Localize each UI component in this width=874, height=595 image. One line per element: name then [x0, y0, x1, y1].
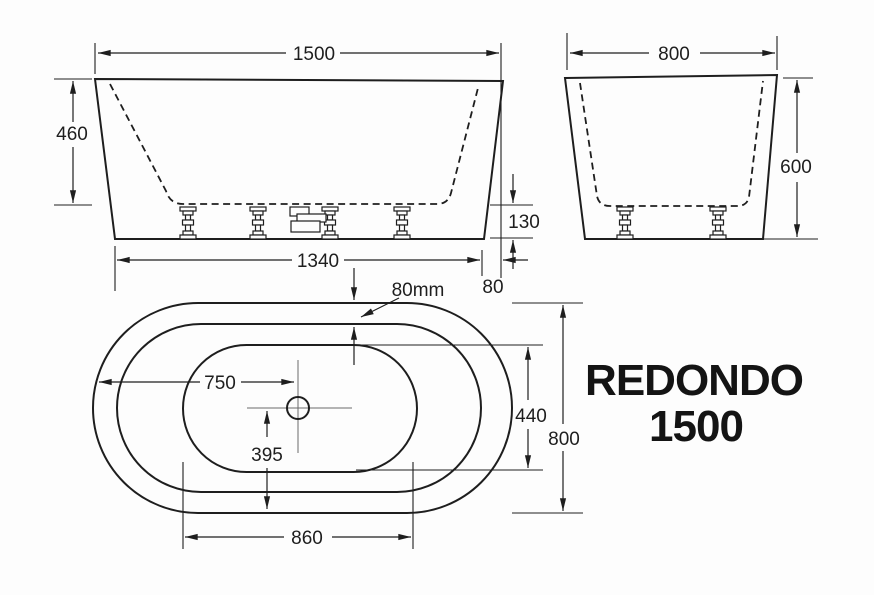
plan-outer-rim	[92, 302, 513, 514]
adjustable-foot-icon	[616, 206, 634, 240]
adjustable-foot-icon	[393, 206, 411, 240]
tub-side-outline	[563, 73, 779, 240]
dim-label: 460	[56, 124, 88, 145]
dim-label: 80	[482, 277, 503, 298]
plan-inner-rim	[116, 323, 482, 493]
dim-plan-overall-width: 800	[512, 302, 583, 514]
dim-label: 600	[780, 157, 812, 178]
dim-label: 395	[251, 445, 283, 466]
dim-side-overall-width: 800	[566, 33, 778, 70]
dim-front-base-length: 1340	[114, 246, 483, 291]
drain-icon	[247, 360, 352, 453]
front-elevation-view: 1500 460 1340 130 80	[54, 43, 540, 298]
adjustable-foot-icon	[709, 206, 727, 240]
adjustable-foot-icon	[179, 206, 197, 240]
side-elevation-view: 800 600	[563, 33, 818, 240]
dim-plan-inner-width: 440	[356, 344, 547, 471]
dim-plan-drain-from-bottom: 395	[251, 410, 283, 510]
dim-front-depth: 460	[54, 78, 92, 206]
dim-label: 1340	[297, 251, 339, 272]
dim-plan-inner-length: 860	[182, 462, 414, 549]
dim-side-overall-height: 600	[756, 77, 818, 240]
dim-front-floor-clearance: 130	[490, 174, 540, 269]
tub-front-inner-basin	[109, 83, 479, 205]
product-title: REDONDO 1500	[585, 356, 804, 451]
tub-side-inner-basin	[579, 80, 764, 207]
dim-plan-drain-from-left: 750	[98, 373, 295, 394]
dim-label: 80mm	[392, 280, 445, 301]
dim-front-base-inset: 80	[482, 256, 528, 298]
tub-front-outline	[93, 77, 505, 240]
dim-label: 800	[658, 44, 690, 65]
plan-basin-floor	[182, 344, 418, 473]
adjustable-foot-icon	[321, 206, 339, 240]
adjustable-foot-icon	[249, 206, 267, 240]
drain-trap-icon	[289, 206, 327, 233]
dim-label: 130	[508, 212, 540, 233]
dim-plan-rim-width: 80mm	[350, 268, 445, 365]
dim-label: 1500	[293, 44, 335, 65]
dim-label: 440	[515, 406, 547, 427]
product-model: REDONDO	[585, 356, 803, 405]
dim-front-overall-length: 1500	[94, 43, 502, 278]
product-size: 1500	[649, 402, 743, 451]
dim-label: 800	[548, 429, 580, 450]
dim-label: 750	[204, 373, 236, 394]
plan-view: 80mm 750 395 860 440	[92, 268, 583, 549]
dim-label: 860	[291, 528, 323, 549]
